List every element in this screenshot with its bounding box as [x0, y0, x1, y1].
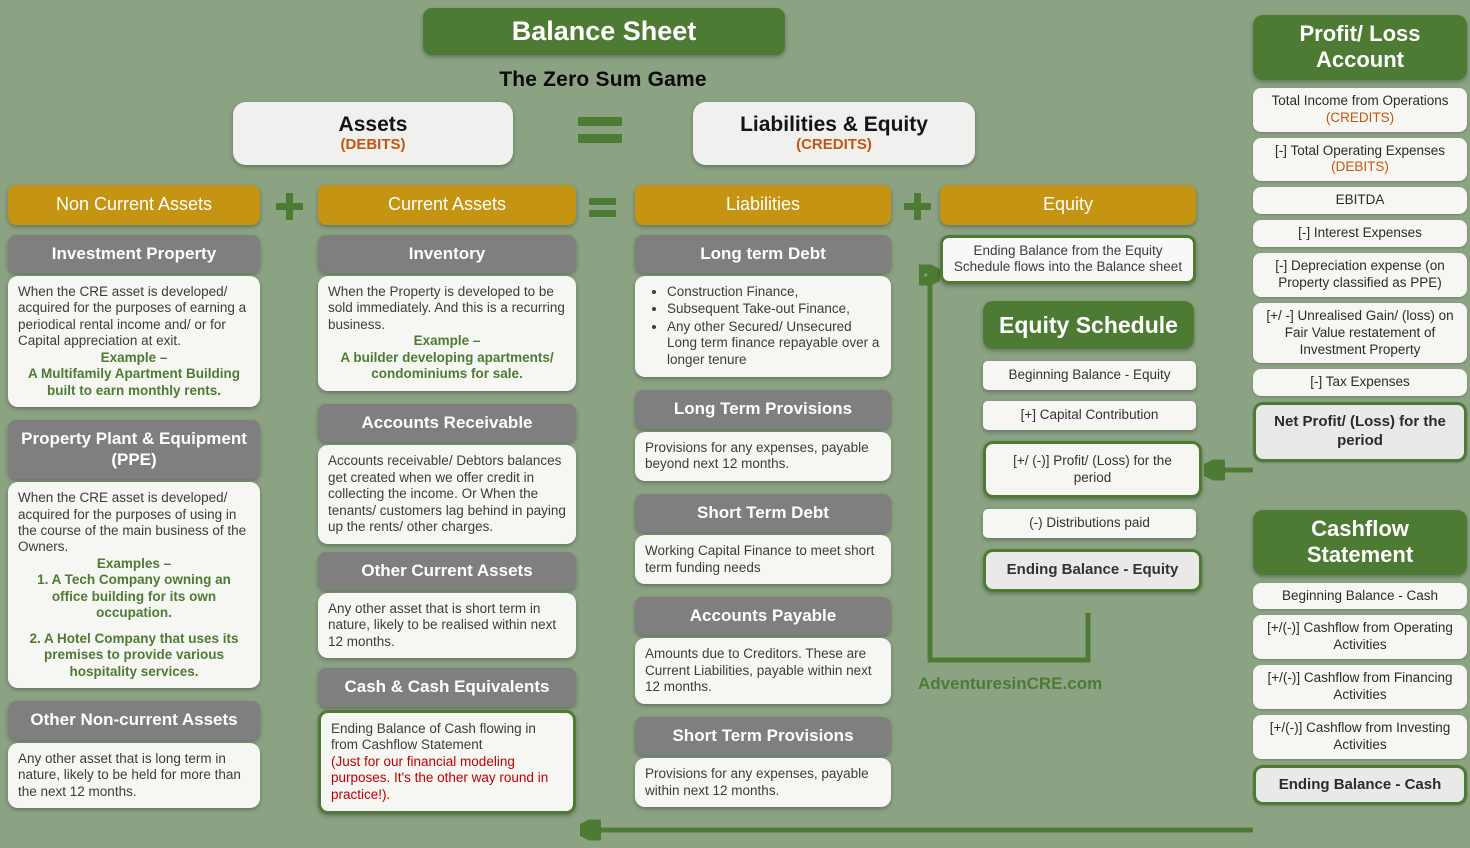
cf-financing-activities: [+/(-)] Cashflow from Financing Activiti…: [1253, 665, 1467, 709]
short-term-provisions-header: Short Term Provisions: [635, 716, 891, 756]
ppe-example-1: 1. A Tech Company owning an office build…: [37, 572, 231, 621]
inventory-example: A builder developing apartments/ condomi…: [340, 349, 554, 382]
inventory-example-label: Example –: [413, 333, 481, 349]
long-term-provisions-body: Provisions for any expenses, payable bey…: [635, 431, 891, 481]
assets-header-box: Assets (DEBITS): [233, 102, 513, 165]
accounts-receivable-header: Accounts Receivable: [318, 403, 576, 443]
liabilities-equity-header-box: Liabilities & Equity (CREDITS): [693, 102, 975, 165]
equity-capital-contribution: [+] Capital Contribution: [983, 400, 1196, 430]
cash-equivalents-header: Cash & Cash Equivalents: [318, 668, 576, 707]
long-term-debt-header: Long term Debt: [635, 234, 891, 273]
other-non-current-assets-header: Other Non-current Assets: [8, 701, 260, 740]
cash-equivalents-red-note: (Just for our financial modeling purpose…: [331, 753, 549, 802]
inventory-text: When the Property is developed to be sol…: [328, 283, 565, 332]
equity-beginning-balance: Beginning Balance - Equity: [983, 360, 1196, 390]
profit-loss-title: Profit/ Loss Account: [1253, 15, 1467, 80]
current-assets-header: Current Assets: [318, 185, 576, 225]
cash-equivalents-text: Ending Balance of Cash flowing in from C…: [331, 720, 536, 753]
current-assets-column: Current Assets Inventory When the Proper…: [318, 185, 576, 815]
equity-header: Equity: [940, 185, 1196, 225]
pl-ebitda: EBITDA: [1253, 187, 1467, 215]
cf-ending-balance: Ending Balance - Cash: [1253, 764, 1467, 806]
other-current-assets-body: Any other asset that is short term in na…: [318, 592, 576, 659]
ppe-example-2: 2. A Hotel Company that uses its premise…: [29, 630, 239, 679]
liabilities-equity-credits-note: (CREDITS): [796, 136, 872, 154]
investment-property-example: A Multifamily Apartment Building built t…: [28, 366, 240, 398]
equals-operator: [578, 117, 622, 143]
cash-equivalents-body: Ending Balance of Cash flowing in from C…: [318, 709, 576, 815]
long-term-debt-item: Subsequent Take-out Finance,: [667, 301, 881, 317]
liabilities-column: Liabilities Long term Debt Construction …: [635, 185, 891, 820]
accounts-payable-body: Amounts due to Creditors. These are Curr…: [635, 638, 891, 704]
short-term-provisions-body: Provisions for any expenses, payable wit…: [635, 758, 891, 808]
page-subtitle: The Zero Sum Game: [499, 68, 707, 91]
non-current-assets-column: Non Current Assets Investment Property W…: [8, 185, 260, 821]
non-current-assets-header: Non Current Assets: [8, 185, 260, 225]
accounts-payable-header: Accounts Payable: [635, 596, 891, 636]
ppe-body: When the CRE asset is developed/ acquire…: [8, 482, 260, 689]
cf-investing-activities: [+/(-)] Cashflow from Investing Activiti…: [1253, 714, 1467, 759]
assets-label: Assets: [338, 113, 408, 137]
pl-operating-expenses-note: (DEBITS): [1331, 159, 1389, 175]
accounts-receivable-body: Accounts receivable/ Debtors balances ge…: [318, 445, 576, 544]
long-term-debt-list: Construction Finance, Subsequent Take-ou…: [645, 284, 881, 368]
cf-operating-activities: [+/(-)] Cashflow from Operating Activiti…: [1253, 615, 1467, 660]
equity-column: Equity Ending Balance from the Equity Sc…: [940, 185, 1202, 603]
pl-depreciation: [-] Depreciation expense (on Property cl…: [1253, 253, 1467, 297]
ppe-text: When the CRE asset is developed/ acquire…: [18, 490, 247, 555]
equals-operator: [589, 198, 616, 217]
pl-total-income-text: Total Income from Operations: [1271, 92, 1449, 108]
cashflow-title: Cashflow Statement: [1253, 509, 1467, 575]
cf-beginning-balance: Beginning Balance - Cash: [1253, 582, 1467, 610]
equity-ending-balance: Ending Balance - Equity: [983, 549, 1202, 593]
long-term-provisions-header: Long Term Provisions: [635, 390, 891, 429]
ppe-examples-label: Examples –: [96, 555, 172, 571]
investment-property-header: Investment Property: [8, 234, 260, 273]
ppe-header: Property Plant & Equipment (PPE): [8, 420, 260, 480]
page-title-label: Balance Sheet: [511, 16, 697, 46]
long-term-debt-item: Any other Secured/ Unsecured Long term f…: [667, 319, 881, 368]
other-non-current-assets-body: Any other asset that is long term in nat…: [8, 742, 260, 808]
pl-total-income-note: (CREDITS): [1325, 109, 1395, 125]
liabilities-header: Liabilities: [635, 185, 891, 225]
plus-operator: [276, 193, 303, 220]
other-current-assets-header: Other Current Assets: [318, 551, 576, 590]
pl-interest-expenses: [-] Interest Expenses: [1253, 220, 1467, 248]
pl-operating-expenses-text: [-] Total Operating Expenses: [1274, 142, 1446, 158]
long-term-debt-body: Construction Finance, Subsequent Take-ou…: [635, 275, 891, 378]
investment-property-text: When the CRE asset is developed/ acquire…: [18, 283, 247, 349]
pl-unrealised-gain: [+/ -] Unrealised Gain/ (loss) on Fair V…: [1253, 302, 1467, 364]
pl-total-income: Total Income from Operations (CREDITS): [1253, 87, 1467, 132]
pl-operating-expenses: [-] Total Operating Expenses (DEBITS): [1253, 137, 1467, 182]
long-term-debt-item: Construction Finance,: [667, 284, 881, 300]
watermark: AdventuresinCRE.com: [918, 674, 1103, 693]
inventory-body: When the Property is developed to be sol…: [318, 275, 576, 391]
equity-flow-note: Ending Balance from the Equity Schedule …: [940, 234, 1196, 284]
inventory-header: Inventory: [318, 234, 576, 273]
equity-distributions-paid: (-) Distributions paid: [983, 509, 1196, 539]
short-term-debt-header: Short Term Debt: [635, 493, 891, 533]
page-title: Balance Sheet: [423, 8, 785, 55]
investment-property-example-label: Example –: [100, 349, 168, 365]
equity-profit-loss-period: [+/ (-)] Profit/ (Loss) for the period: [983, 440, 1202, 499]
equity-schedule-title: Equity Schedule: [983, 300, 1194, 349]
plus-operator: [904, 193, 931, 220]
profit-loss-cashflow-column: Profit/ Loss Account Total Income from O…: [1253, 15, 1467, 811]
liabilities-equity-label: Liabilities & Equity: [740, 113, 928, 137]
investment-property-body: When the CRE asset is developed/ acquire…: [8, 275, 260, 408]
assets-debits-note: (DEBITS): [340, 136, 406, 154]
pl-tax-expenses: [-] Tax Expenses: [1253, 369, 1467, 397]
short-term-debt-body: Working Capital Finance to meet short te…: [635, 535, 891, 584]
pl-net-profit: Net Profit/ (Loss) for the period: [1253, 402, 1467, 462]
